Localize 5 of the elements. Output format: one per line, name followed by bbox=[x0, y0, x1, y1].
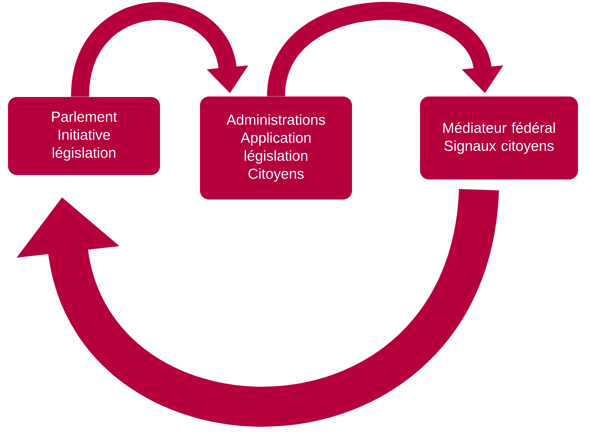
process-box: Administrations Application législation Citoyens bbox=[200, 96, 352, 200]
process-box: Parlement Initiative législation bbox=[8, 97, 160, 175]
process-box: Médiateur fédéral Signaux citoyens bbox=[420, 96, 578, 180]
curved-arrow bbox=[16, 186, 499, 426]
curved-arrow bbox=[267, 2, 504, 98]
